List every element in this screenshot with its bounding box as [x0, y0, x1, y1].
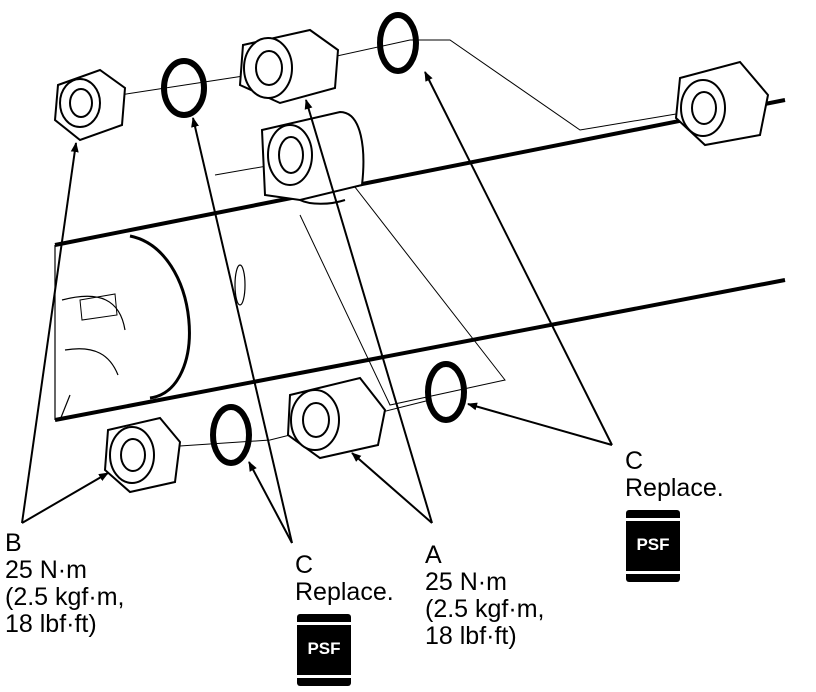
callout-c-lower-letter: C — [295, 551, 314, 579]
callout-c-upper-letter: C — [625, 447, 644, 475]
callout-a-letter: A — [425, 541, 442, 569]
callout-a-torque-kgf: (2.5 kgf·m, — [425, 595, 545, 623]
leader-b-upper — [21, 142, 79, 524]
callout-a-torque-lbf: 18 lbf·ft) — [425, 622, 517, 650]
callout-c-upper: C Replace. — [625, 448, 724, 502]
callout-b-letter: B — [5, 529, 22, 557]
flare-nut-a-lower — [286, 376, 387, 460]
flare-nut-b-lower — [103, 416, 182, 494]
psf-fluid-badge-lower: PSF — [297, 614, 351, 686]
flare-nut-right — [674, 60, 770, 147]
callout-c-lower: C Replace. — [295, 552, 394, 606]
leader-a-lower — [351, 452, 433, 524]
o-ring-lower-right — [425, 361, 467, 423]
callout-b-torque-nm: 25 N·m — [5, 556, 87, 584]
leader-lines — [21, 71, 613, 544]
psf-badge-upper-label: PSF — [636, 535, 670, 554]
leader-c-upper-ring — [191, 117, 293, 544]
psf-fluid-badge-upper: PSF — [626, 510, 680, 582]
port-fitting-block — [260, 110, 365, 205]
leader-c-right-lower — [467, 402, 613, 446]
o-ring-lower-left — [210, 404, 252, 466]
callout-b: B 25 N·m (2.5 kgf·m, 18 lbf·ft) — [5, 530, 124, 638]
steering-rack-housing — [54, 98, 786, 422]
leader-a-upper — [304, 99, 433, 524]
leader-b-lower — [21, 472, 109, 524]
callout-a: A 25 N·m (2.5 kgf·m, 18 lbf·ft) — [425, 542, 544, 650]
callout-b-torque-lbf: 18 lbf·ft) — [5, 610, 97, 638]
o-ring-upper-right — [377, 12, 419, 74]
callout-c-upper-note: Replace. — [625, 474, 724, 502]
flare-nut-b-upper — [53, 68, 127, 142]
callout-a-torque-nm: 25 N·m — [425, 568, 507, 596]
o-rings — [161, 12, 467, 466]
callout-c-lower-note: Replace. — [295, 578, 394, 606]
leader-c-right-upper — [424, 71, 613, 446]
flare-nut-a-upper — [238, 28, 340, 105]
callout-b-torque-kgf: (2.5 kgf·m, — [5, 583, 125, 611]
psf-badge-lower-label: PSF — [307, 639, 341, 658]
fluid-line-paths — [119, 39, 701, 451]
o-ring-upper-left — [161, 58, 207, 118]
leader-c-lower-ring — [248, 461, 293, 544]
